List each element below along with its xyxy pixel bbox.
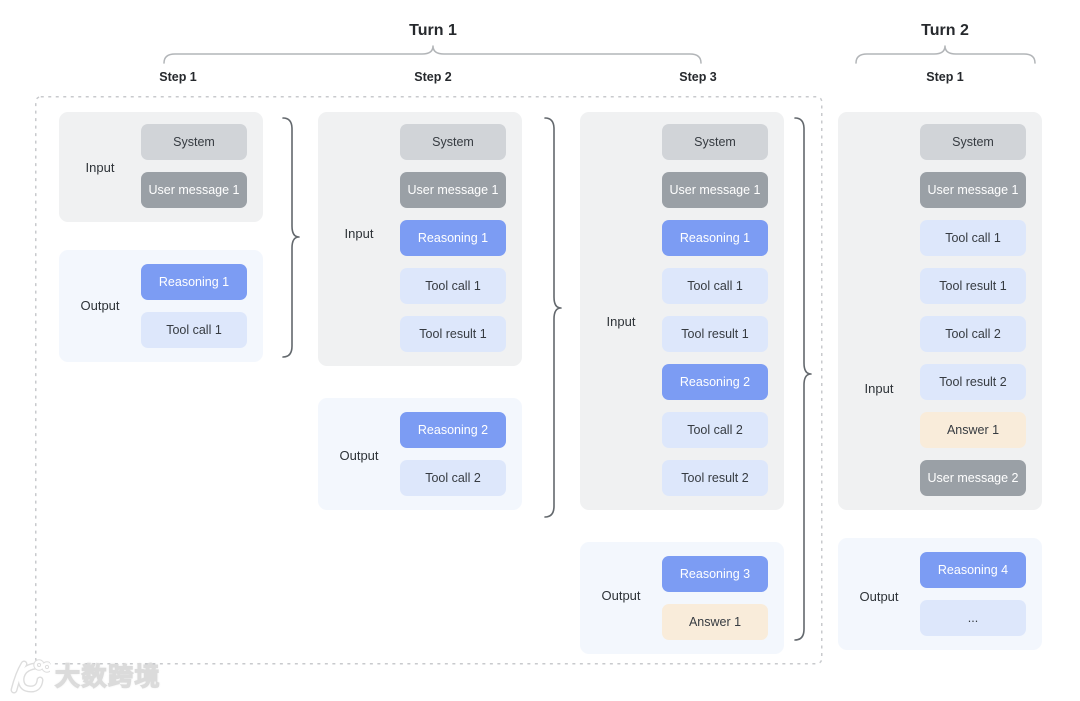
turn2-title: Turn 2 (921, 22, 969, 39)
turn1-top-brace-icon (163, 45, 702, 64)
input-label: Input (606, 314, 636, 329)
turn2-step1-label: Step 1 (926, 70, 964, 84)
box-tool-call-1: Tool call 1 (662, 268, 768, 304)
box-system: System (400, 124, 506, 160)
box-tool-call-1: Tool call 1 (141, 312, 247, 348)
box-user-message-2: User message 2 (920, 460, 1026, 496)
input-label: Input (344, 226, 374, 241)
turn1-step2-label: Step 2 (414, 70, 452, 84)
box-system: System (662, 124, 768, 160)
input-label: Input (864, 381, 894, 396)
box-reasoning-4: Reasoning 4 (920, 552, 1026, 588)
step2-to-step3-brace-icon (544, 117, 562, 518)
box-tool-call-2: Tool call 2 (662, 412, 768, 448)
watermark-logo-icon (10, 659, 50, 694)
output-label: Output (859, 589, 899, 604)
box-reasoning-2: Reasoning 2 (662, 364, 768, 400)
output-group: Output Reasoning 4... (838, 538, 1042, 650)
box-tool-result-1: Tool result 1 (400, 316, 506, 352)
turn1-step1-label: Step 1 (159, 70, 197, 84)
box-user-message-1: User message 1 (400, 172, 506, 208)
output-group: Output Reasoning 2 Tool call 2 (318, 398, 522, 510)
box-user-message-1: User message 1 (920, 172, 1026, 208)
box-tool-result-2: Tool result 2 (662, 460, 768, 496)
output-label: Output (601, 588, 641, 603)
watermark-text: 大数跨境 (54, 662, 162, 691)
box-tool-call-2: Tool call 2 (920, 316, 1026, 352)
box-tool-call-1: Tool call 1 (400, 268, 506, 304)
output-label: Output (339, 448, 379, 463)
watermark: 大数跨境 (8, 659, 161, 695)
box-tool-result-1: Tool result 1 (662, 316, 768, 352)
turn2-top-brace-icon (855, 45, 1036, 64)
box-tool-call-1: Tool call 1 (920, 220, 1026, 256)
box-reasoning-1: Reasoning 1 (400, 220, 506, 256)
output-group: Output Reasoning 3 Answer 1 (580, 542, 784, 654)
box-answer-1: Answer 1 (662, 604, 768, 640)
box-tool-call-2: Tool call 2 (400, 460, 506, 496)
box-tool-result-1: Tool result 1 (920, 268, 1026, 304)
turn1-step3-label: Step 3 (679, 70, 717, 84)
box-tool-result-2: Tool result 2 (920, 364, 1026, 400)
box-answer-1: Answer 1 (920, 412, 1026, 448)
box-reasoning-2: Reasoning 2 (400, 412, 506, 448)
box-user-message-1: User message 1 (662, 172, 768, 208)
box-user-message-1: User message 1 (141, 172, 247, 208)
turn1-title: Turn 1 (409, 22, 457, 39)
box-reasoning-1: Reasoning 1 (662, 220, 768, 256)
box-system: System (920, 124, 1026, 160)
box-ellipsis: ... (920, 600, 1026, 636)
step3-to-turn2-brace-icon (794, 117, 812, 641)
output-label: Output (80, 298, 120, 313)
step1-to-step2-brace-icon (282, 117, 300, 358)
input-label: Input (85, 160, 115, 175)
box-reasoning-1: Reasoning 1 (141, 264, 247, 300)
output-group: Output Reasoning 1 Tool call 1 (59, 250, 263, 362)
box-system: System (141, 124, 247, 160)
box-reasoning-3: Reasoning 3 (662, 556, 768, 592)
